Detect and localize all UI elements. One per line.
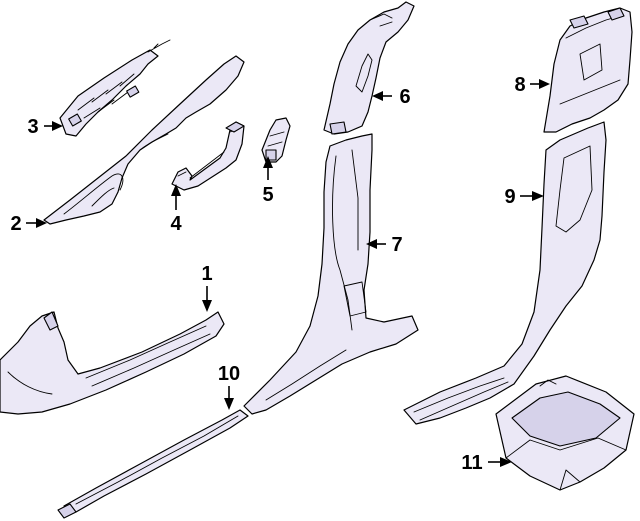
callout-5: 5 bbox=[262, 184, 273, 206]
callout-4: 4 bbox=[170, 213, 182, 235]
part-7-lower-b-pillar bbox=[243, 133, 419, 415]
callout-8: 8 bbox=[514, 74, 525, 96]
part-3-bracket bbox=[59, 39, 171, 137]
part-5-clip bbox=[261, 117, 291, 163]
callout-3: 3 bbox=[27, 116, 38, 138]
leader-lines bbox=[26, 79, 550, 467]
callout-11: 11 bbox=[461, 452, 482, 474]
callout-1: 1 bbox=[201, 263, 212, 285]
part-8-upper-c-pillar bbox=[543, 7, 633, 133]
callout-9: 9 bbox=[504, 186, 515, 208]
callout-7: 7 bbox=[391, 234, 402, 256]
callout-6: 6 bbox=[399, 86, 410, 108]
callout-labels: 1 2 3 4 5 6 7 8 9 10 11 bbox=[10, 74, 525, 474]
part-2-a-pillar-trim bbox=[43, 55, 245, 225]
part-6-upper-b-pillar bbox=[323, 1, 415, 135]
part-1-sill-plate bbox=[0, 311, 225, 415]
callout-2: 2 bbox=[10, 213, 21, 235]
part-4-grab-handle bbox=[171, 121, 245, 191]
callout-10: 10 bbox=[218, 363, 240, 385]
part-11-storage-bin bbox=[495, 375, 635, 491]
part-10-scuff-strip bbox=[57, 409, 249, 519]
part-9-lower-c-pillar bbox=[403, 121, 607, 425]
